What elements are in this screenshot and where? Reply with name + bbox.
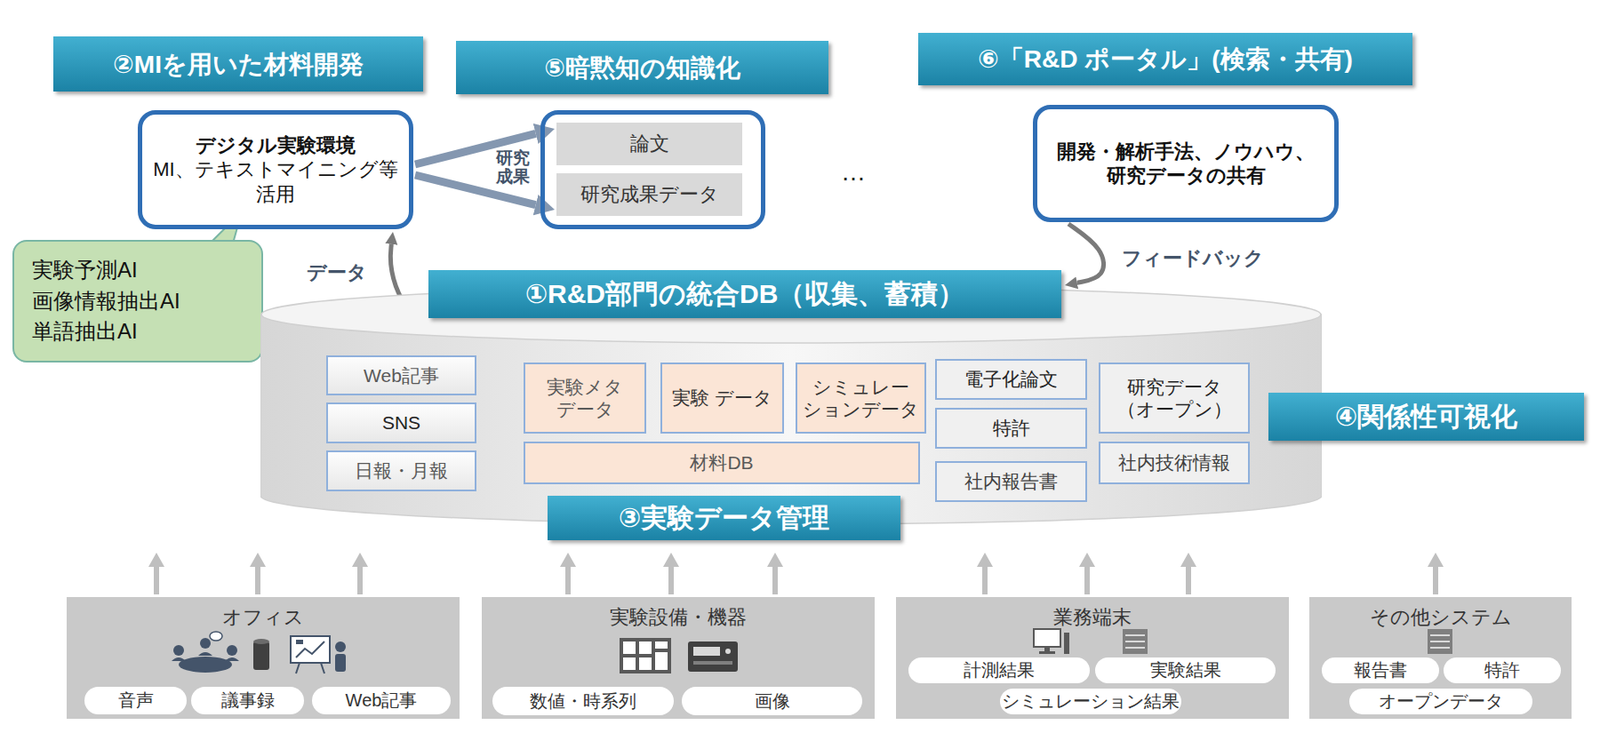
data-box: 研究成果データ: [556, 173, 743, 216]
node-text: その他システム: [1369, 604, 1512, 632]
source-pill: 音声: [84, 687, 187, 715]
process-box: ⑥「R&D ポータル」(検索・共有)開発・解析手法、ノウハウ、 研究データの共有: [1032, 104, 1339, 223]
data-box: 材料DB: [523, 441, 920, 485]
node-text: 画像: [754, 689, 791, 714]
node-text: SNS: [382, 411, 421, 434]
flow-arrow: [1084, 567, 1090, 595]
node-text: シミュレー ションデータ: [800, 376, 921, 421]
node-text: ③実験データ管理: [618, 500, 830, 537]
terminal-icons: [1029, 627, 1163, 658]
section-band: ④関係性可視化: [1268, 392, 1584, 441]
flow-arrow: [1185, 567, 1192, 595]
node-text: 音声: [118, 688, 154, 713]
section-heading: ⑤暗黙知の知識化: [456, 40, 829, 95]
section-heading: ①R&D部門の統合DB（収集、蓄積）: [428, 270, 1062, 319]
node-text: 実験予測AI: [32, 255, 138, 287]
source-pill: 実験結果: [1095, 657, 1276, 684]
source-pill: シミュレーション結果: [1000, 688, 1182, 715]
source-pill: 議事録: [191, 687, 304, 715]
node-text: 開発・解析手法、ノウハウ、 研究データの共有: [1048, 139, 1324, 189]
section-heading: ⑥「R&D ポータル」(検索・共有): [918, 32, 1413, 86]
node-text: 電子化論文: [964, 368, 1058, 391]
section-heading: ②MIを用いた材料開発: [53, 36, 424, 92]
node-text: 計測結果: [963, 658, 1035, 683]
source-pill: 画像: [681, 687, 863, 716]
node-text: 実験 データ: [672, 386, 773, 409]
flow-arrow: [668, 567, 674, 595]
data-box: 実験 データ: [660, 362, 784, 434]
flow-arrow: [357, 567, 363, 595]
node-text: デジタル実験環境: [195, 133, 356, 159]
document-box: 社内技術情報: [1098, 441, 1250, 485]
node-text: オープンデータ: [1378, 689, 1504, 714]
flow-arrow: [565, 567, 571, 595]
source-pill: 数値・時系列: [492, 687, 674, 716]
equipment-icons: [615, 636, 749, 678]
data-box: 論文: [556, 122, 743, 166]
node-text: Web記事: [345, 688, 418, 713]
document-box: 特許: [935, 408, 1088, 449]
source-panel: 業務端末計測結果 実験結果シミュレーション結果: [896, 597, 1289, 720]
edge-label: フィードバック: [1121, 245, 1264, 272]
node-text: 研究データ （オープン）: [1104, 376, 1245, 421]
node-text: 社内報告書: [964, 470, 1058, 493]
cylinder-body: [260, 314, 1322, 525]
office-icons: [166, 631, 362, 680]
node-text: 業務端末: [1053, 604, 1132, 632]
callout-box: 実験予測AI画像情報抽出AI単語抽出AI: [12, 240, 264, 363]
document-box: 電子化論文: [935, 359, 1088, 400]
edge-label: データ: [306, 259, 368, 287]
node-text: 実験設備・機器: [609, 604, 747, 632]
node-text: Web記事: [363, 364, 440, 387]
node-text: 報告書: [1353, 658, 1408, 683]
data-box: シミュレー ションデータ: [795, 362, 927, 434]
arrow-label: 研究成果: [496, 149, 532, 187]
node-text: 社内技術情報: [1118, 451, 1231, 474]
source-pill: 報告書: [1321, 657, 1440, 684]
data-box: 実験メタ データ: [523, 362, 647, 434]
source-box: SNS: [326, 402, 477, 444]
node-text: シミュレーション結果: [1001, 689, 1180, 714]
section-band: ③実験データ管理: [547, 496, 901, 541]
node-text: 材料DB: [689, 451, 753, 474]
curved-arrow: [1068, 224, 1104, 283]
document-box: 社内報告書: [935, 461, 1088, 503]
group-box: ⑤暗黙知の知識化論文研究成果データ: [540, 110, 766, 230]
node-text: 特許: [1484, 658, 1520, 683]
document-box: 研究データ （オープン）: [1098, 362, 1250, 434]
node-text: 日報・月報: [354, 459, 448, 482]
node-text: オフィス: [222, 604, 304, 632]
source-pill: オープンデータ: [1349, 688, 1533, 715]
node-text: 特許: [992, 416, 1031, 440]
node-text: 画像情報抽出AI: [32, 286, 181, 318]
node-text: 議事録: [221, 688, 275, 713]
flow-arrow: [153, 567, 160, 595]
node-text: 単語抽出AI: [32, 316, 138, 348]
node-text: MI、テキストマイニング等 活用: [152, 157, 399, 207]
source-panel: その他システム報告書 特許オープンデータ: [1309, 597, 1572, 720]
node-text: 研究成果データ: [580, 182, 720, 208]
source-box: Web記事: [326, 355, 477, 396]
source-pill: 計測結果: [908, 657, 1090, 684]
source-panel: オフィス音声 議事録 Web記事: [66, 597, 460, 720]
server-icon: [1424, 627, 1456, 658]
source-box: 日報・月報: [326, 450, 477, 492]
flow-arrow: [772, 567, 778, 595]
source-pill: Web記事: [312, 687, 451, 715]
node-text: 実験結果: [1150, 658, 1222, 683]
node-text: 実験メタ データ: [528, 376, 641, 421]
process-box: ②MIを用いた材料開発デジタル実験環境MI、テキストマイニング等 活用: [137, 110, 414, 230]
node-text: 論文: [630, 131, 670, 157]
source-pill: 特許: [1443, 657, 1561, 684]
flow-arrow: [1432, 567, 1439, 595]
flow-arrow: [255, 567, 261, 595]
source-panel: 実験設備・機器数値・時系列 画像: [481, 597, 875, 720]
node-text: 数値・時系列: [529, 689, 637, 714]
ellipsis: …: [840, 158, 866, 187]
node-text: ④関係性可視化: [1335, 399, 1518, 436]
flow-arrow: [982, 567, 988, 595]
